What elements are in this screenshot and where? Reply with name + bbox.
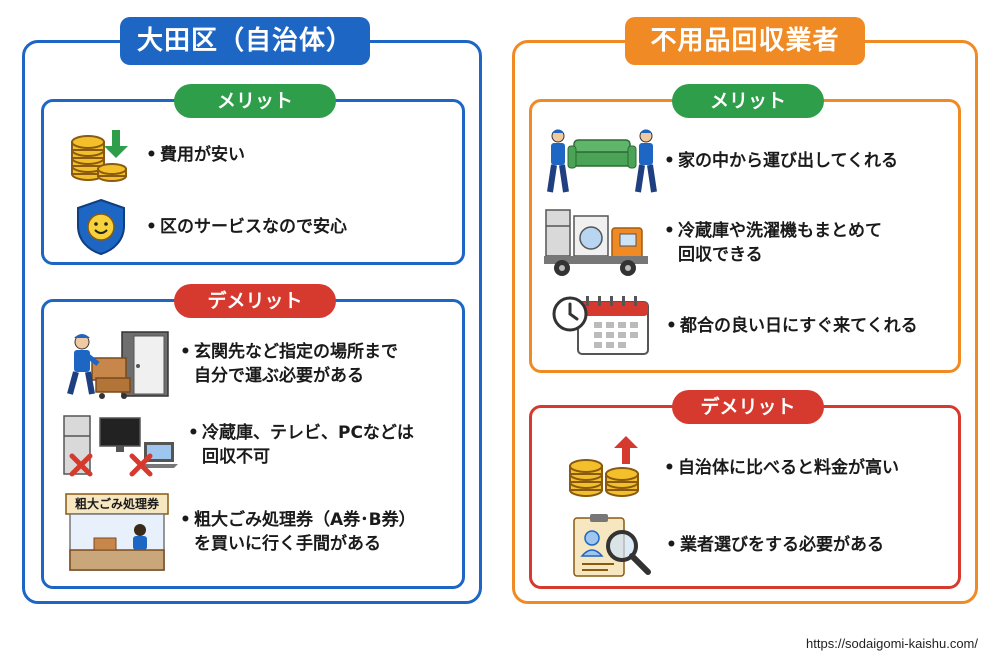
municipality-merit-box: メリット [41,84,465,265]
demerit-item-carry: 玄関先など指定の場所まで 自分で運ぶ必要がある [62,328,398,400]
collector-demerit-box: デメリット [529,390,961,589]
ticket-counter-icon: 粗大ごみ処理券 [64,492,170,572]
merit-text: 都合の良い日にすぐ来てくれる [666,314,918,338]
ticket-sign: 粗大ごみ処理券 [74,497,159,511]
demerit-text: 冷蔵庫、テレビ、PCなどは 回収不可 [188,421,414,469]
demerit-item-ticket: 粗大ごみ処理券 粗大ごみ処理券（A券･B券） を買いに行く手間がある [64,492,416,572]
demerit-text: 業者選びをする必要がある [666,533,884,557]
coins-up-icon [566,434,650,502]
demerit-text: 玄関先など指定の場所まで 自分で運ぶ必要がある [180,340,398,388]
collector-merit-box: メリット 家の中から運び出してくれる [529,84,961,373]
municipality-demerit-box: デメリット 玄関先など指定の場 [41,284,465,589]
municipality-merit-label: メリット [174,84,336,118]
merit-item-bulk: 冷蔵庫や洗濯機もまとめて 回収できる [542,206,882,280]
collector-merit-label: メリット [672,84,824,118]
merit-text: 区のサービスなので安心 [146,215,347,239]
merit-item-schedule: 都合の良い日にすぐ来てくれる [550,294,918,358]
merit-text: 費用が安い [146,143,245,167]
appliances-cross-icon [60,412,180,478]
calendar-clock-icon [550,294,654,358]
demerit-text: 自治体に比べると料金が高い [664,456,899,480]
merit-text: 家の中から運び出してくれる [664,149,898,173]
collector-demerit-label: デメリット [672,390,824,424]
demerit-text: 粗大ごみ処理券（A券･B券） を買いに行く手間がある [180,508,416,556]
merit-text: 冷蔵庫や洗濯機もまとめて 回収できる [664,219,882,267]
profile-search-icon [568,512,652,578]
collector-panel: 不用品回収業者 メリット [512,17,978,604]
carry-furniture-icon [62,328,172,400]
truck-appliances-icon [542,206,658,280]
demerit-item-choose: 業者選びをする必要がある [568,512,884,578]
merit-item-safe: 区のサービスなので安心 [74,198,347,256]
coins-down-icon [68,126,132,184]
municipality-title: 大田区（自治体） [120,17,370,65]
municipality-panel: 大田区（自治体） メリット [22,17,482,604]
movers-sofa-icon [546,126,658,196]
footer-url[interactable]: https://sodaigomi-kaishu.com/ [806,636,978,651]
merit-item-carry-out: 家の中から運び出してくれる [546,126,898,196]
shield-smile-icon [74,198,128,256]
municipality-demerit-label: デメリット [174,284,336,318]
merit-item-cheap: 費用が安い [68,126,245,184]
collector-title: 不用品回収業者 [625,17,865,65]
demerit-item-not-collected: 冷蔵庫、テレビ、PCなどは 回収不可 [60,412,414,478]
demerit-item-price: 自治体に比べると料金が高い [566,434,899,502]
